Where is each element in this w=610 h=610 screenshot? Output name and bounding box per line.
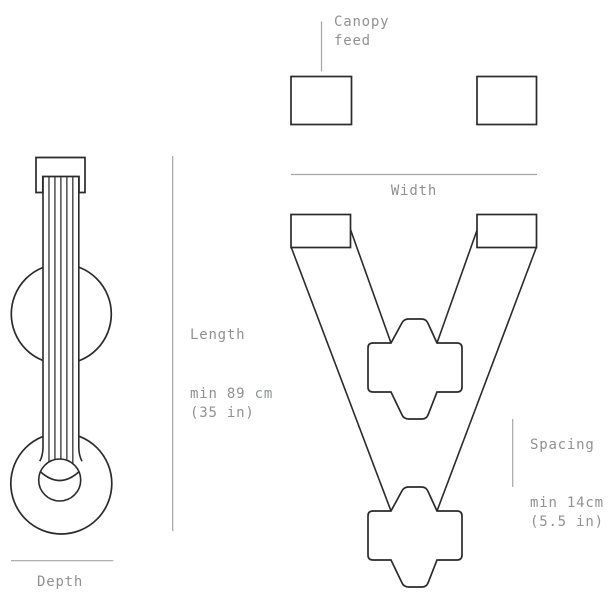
side-view-ceiling-bracket — [35, 156, 86, 194]
spacing-label: Spacing — [530, 437, 595, 453]
strap-right-inner-edge — [436, 216, 483, 344]
width-label: Width — [390, 183, 438, 199]
buckle-right-rect — [476, 213, 538, 249]
side-view — [9, 156, 113, 535]
length-annotation: Length min 89 cm (35 in) — [190, 307, 273, 442]
buckle-left-rect — [290, 213, 352, 249]
canopy-feed-label: Canopy feed — [334, 14, 390, 49]
ribbon-right-edge — [78, 176, 83, 462]
strap-left-outer-edge — [290, 247, 392, 512]
front-view — [290, 75, 538, 588]
canopy-left-square — [290, 75, 353, 126]
cross-fixture-lower — [367, 486, 463, 588]
straps — [290, 216, 538, 512]
depth-label: Depth — [37, 574, 84, 590]
spacing-value: min 14cm (5.5 in) — [530, 495, 604, 530]
canopy-right-square — [476, 75, 538, 126]
length-value: min 89 cm (35 in) — [190, 386, 274, 421]
length-label: Length — [190, 327, 246, 343]
annotation-lines — [11, 21, 537, 562]
ribbon-left-edge — [39, 176, 44, 462]
ribbon-fold-arc — [39, 470, 80, 482]
spacing-annotation: Spacing min 14cm (5.5 in) — [530, 417, 604, 551]
strap-right-outer-edge — [436, 247, 538, 512]
strap-left-inner-edge — [345, 216, 392, 344]
cross-fixture-upper — [367, 318, 463, 420]
ribbon-inner-lines — [48, 176, 74, 467]
